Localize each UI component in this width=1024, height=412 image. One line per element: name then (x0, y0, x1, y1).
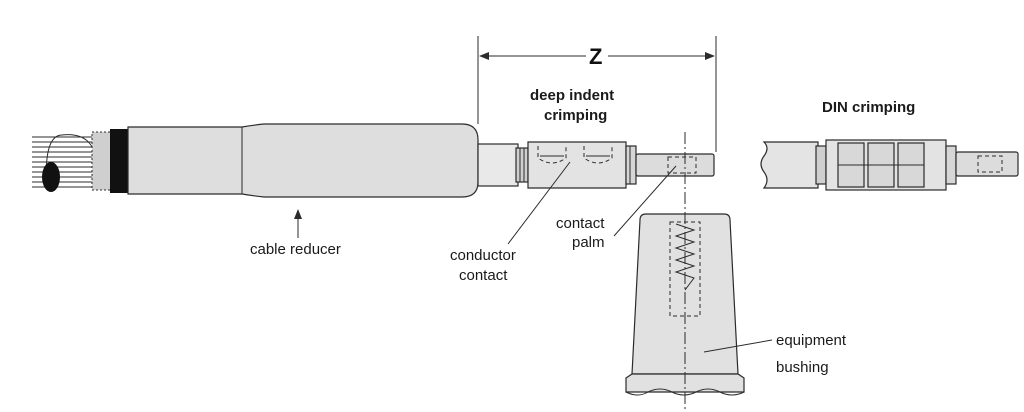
equipment-bushing-label-line2: bushing (776, 359, 829, 376)
cable-reducer-label: cable reducer (250, 241, 341, 258)
connector-neck (477, 143, 519, 187)
din-cable-section (760, 141, 819, 189)
conductor-contact-leader (507, 161, 571, 245)
deep-indent-barrel (527, 141, 627, 189)
dimension-z-label: Z (589, 44, 602, 69)
cable-band (110, 129, 128, 193)
cable-reducer-body (127, 123, 479, 198)
equipment-bushing-label-line1: equipment (776, 332, 847, 349)
din-crimping-label: DIN crimping (822, 99, 915, 116)
contact-palm-pin (635, 153, 715, 177)
conductor-contact-label-line2: contact (459, 267, 508, 284)
deep-indent-label-line1: deep indent (530, 87, 614, 104)
deep-indent-label-line2: crimping (544, 107, 607, 124)
conductor-contact-label-line1: conductor (450, 247, 516, 264)
bushing-thread (674, 223, 696, 291)
equipment-bushing-leader (703, 339, 773, 353)
cable-screen (91, 131, 115, 191)
cable-core-end (42, 162, 60, 192)
contact-palm-leader (613, 165, 677, 237)
contact-palm-label-line2: palm (572, 234, 605, 251)
bushing-base-break (625, 388, 745, 396)
contact-palm-label-line1: contact (556, 215, 605, 232)
cable-strands (32, 134, 100, 192)
connector-ring (515, 147, 529, 183)
